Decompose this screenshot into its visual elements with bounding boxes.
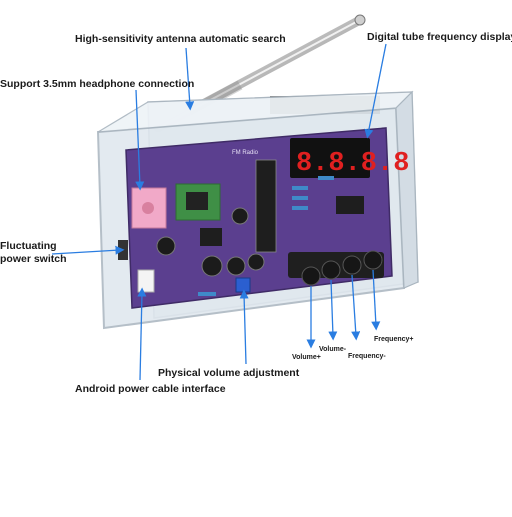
small-chip (200, 228, 222, 246)
power-switch-callout-line1: Fluctuating (0, 240, 57, 252)
frequency-plus-label: Frequency+ (374, 336, 414, 343)
volume-adjust-callout-label: Physical volume adjustment (158, 367, 300, 379)
volume-plus-label: Volume+ (292, 354, 321, 361)
digital-display (290, 138, 370, 178)
capacitor (247, 253, 265, 271)
capacitor (226, 256, 246, 276)
pcb-board: FM Radio 8.8.8.8 (118, 127, 409, 309)
display-digits: 8.8.8.8 (296, 149, 409, 179)
antenna-callout-label: High-sensitivity antenna automatic searc… (75, 33, 286, 45)
volume-minus-label: Volume- (319, 346, 347, 353)
tact-buttons (288, 250, 384, 286)
volume-potentiometer (235, 277, 251, 293)
small-chip (336, 196, 364, 214)
display-callout-label: Digital tube frequency display (367, 31, 512, 43)
main-chip (255, 159, 277, 253)
pcb-silkscreen-title: FM Radio (232, 150, 259, 156)
capacitor (201, 255, 223, 277)
power-switch-callout-line2: power switch (0, 253, 67, 265)
power-cable-callout-label: Android power cable interface (75, 383, 226, 395)
frequency-minus-label: Frequency- (348, 353, 386, 360)
capacitor (156, 236, 176, 256)
callout-arrows (51, 43, 387, 381)
usb-power-connector (137, 269, 155, 293)
capacitor (231, 207, 249, 225)
headphone-callout-label: Support 3.5mm headphone connection (0, 78, 195, 90)
